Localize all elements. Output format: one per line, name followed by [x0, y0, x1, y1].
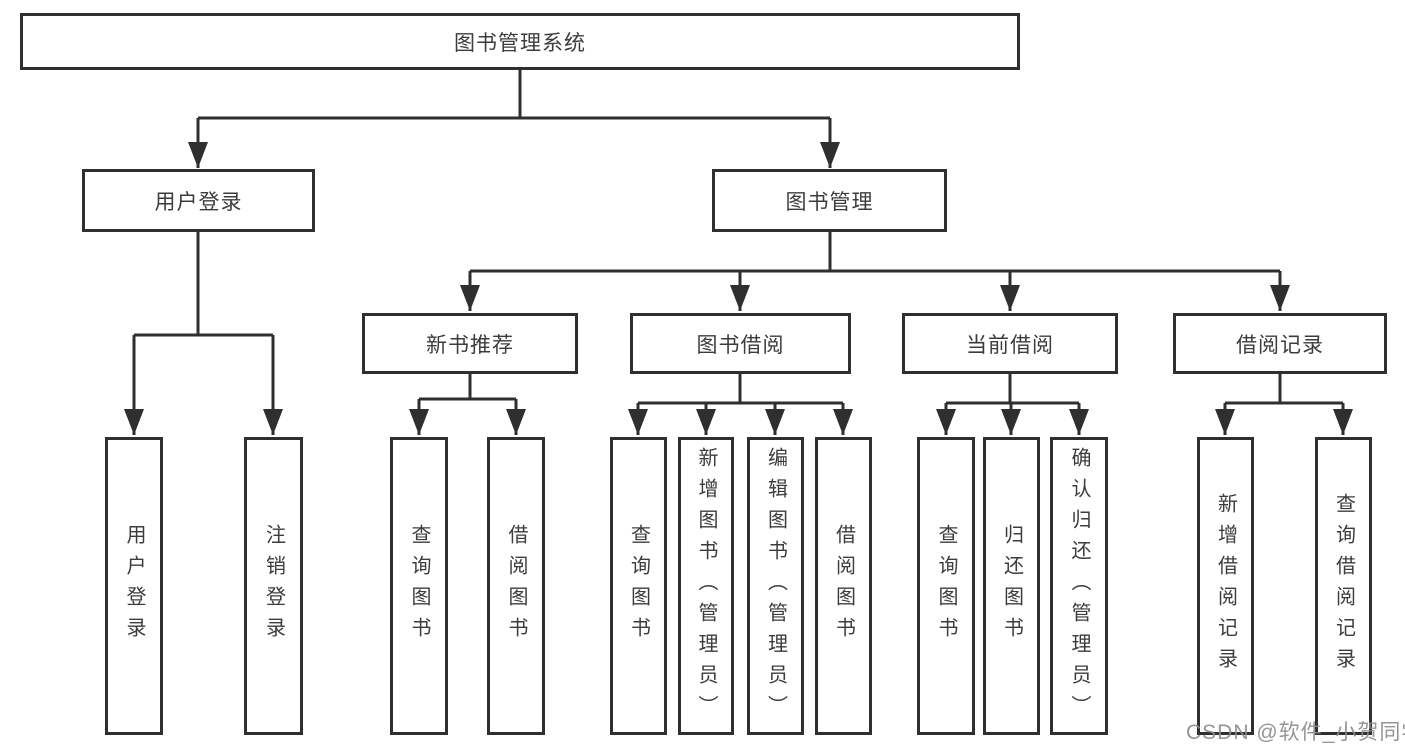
- leaf-add-borrow-record: 新增借阅记录: [1197, 437, 1254, 735]
- node-book-borrow: 图书借阅: [630, 313, 851, 374]
- leaf-borrow-query-books-label: 查询图书: [627, 524, 650, 648]
- leaf-return-books-label: 归还图书: [1000, 524, 1023, 648]
- leaf-add-books-admin-label: 新增图书（管理员）: [695, 446, 717, 726]
- leaf-borrow-query-books: 查询图书: [610, 437, 667, 735]
- node-book-management: 图书管理: [712, 169, 947, 232]
- leaf-confirm-return-admin-label: 确认归还（管理员）: [1068, 446, 1090, 726]
- leaf-query-borrow-record-label: 查询借阅记录: [1332, 493, 1355, 679]
- leaf-add-books-admin: 新增图书（管理员）: [678, 437, 734, 735]
- leaf-logout-label: 注销登录: [262, 524, 285, 648]
- leaf-recommend-borrow-books-label: 借阅图书: [505, 524, 527, 648]
- node-new-book-recommend: 新书推荐: [362, 313, 578, 374]
- leaf-recommend-borrow-books: 借阅图书: [487, 437, 545, 735]
- node-current-borrow: 当前借阅: [902, 313, 1118, 374]
- leaf-edit-books-admin: 编辑图书（管理员）: [747, 437, 804, 735]
- leaf-return-books: 归还图书: [983, 437, 1040, 735]
- leaf-current-query-books-label: 查询图书: [935, 524, 957, 648]
- leaf-add-borrow-record-label: 新增借阅记录: [1214, 493, 1237, 679]
- leaf-user-login: 用户登录: [105, 437, 163, 735]
- node-root: 图书管理系统: [20, 13, 1020, 70]
- node-borrow-records: 借阅记录: [1173, 313, 1387, 374]
- leaf-current-query-books: 查询图书: [917, 437, 975, 735]
- leaf-recommend-query-books-label: 查询图书: [408, 524, 430, 648]
- leaf-recommend-query-books: 查询图书: [390, 437, 448, 735]
- leaf-confirm-return-admin: 确认归还（管理员）: [1050, 437, 1108, 735]
- leaf-logout: 注销登录: [244, 437, 303, 735]
- leaf-query-borrow-record: 查询借阅记录: [1315, 437, 1372, 735]
- leaf-borrow-borrow-books-label: 借阅图书: [832, 524, 855, 648]
- leaf-user-login-label: 用户登录: [123, 524, 145, 648]
- csdn-watermark: CSDN @软件_小贺同学: [1186, 721, 1405, 744]
- leaf-edit-books-admin-label: 编辑图书（管理员）: [764, 446, 787, 726]
- leaf-borrow-borrow-books: 借阅图书: [815, 437, 872, 735]
- node-user-login: 用户登录: [82, 169, 315, 232]
